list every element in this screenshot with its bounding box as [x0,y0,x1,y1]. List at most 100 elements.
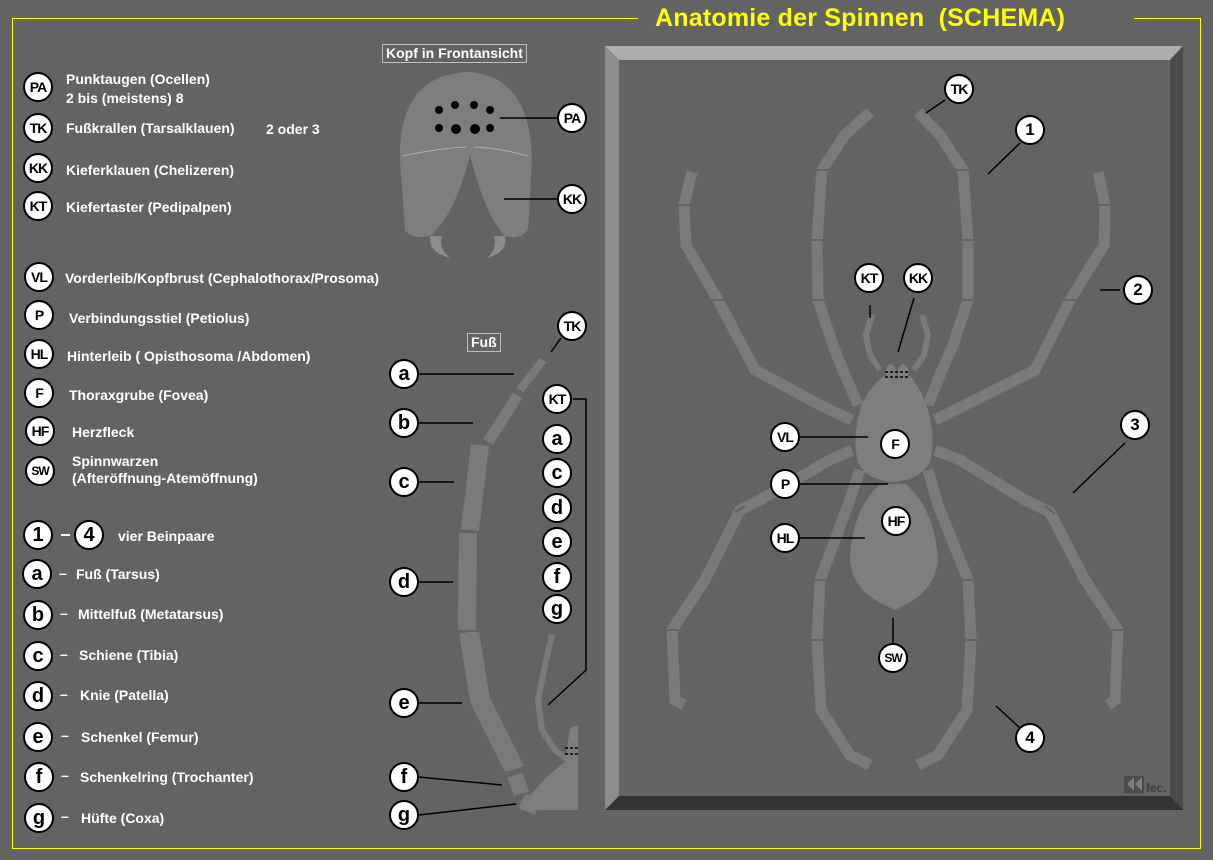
frame-left [12,18,13,848]
eyes [435,101,494,134]
foot-label-kt: KT [542,384,572,414]
foot-joints [456,391,533,799]
panel-bevel-bottom [605,796,1183,810]
foot-label-g: g [389,800,419,830]
legend-text-e: Schenkel (Femur) [81,729,199,745]
legend-text-f-leg: Schenkelring (Trochanter) [80,769,254,785]
spider-label-kt: KT [854,263,884,293]
leg-2-left [678,170,855,425]
legend-text-d: Knie (Patella) [80,687,169,703]
foot-label-tk: TK [557,311,587,341]
leg-joints [666,169,1124,641]
legend-code-g: g [24,803,54,833]
spider-label-hl: HL [770,523,800,553]
legend-text-hf: Herzfleck [72,424,135,440]
legend-text-pa: Punktaugen (Ocellen) [66,71,210,87]
panel-bevel-right [1170,46,1183,810]
legend-code-sw: SW [25,456,55,486]
foot-view-title: Fuß [467,333,501,352]
legend-code-pa: PA [23,72,53,102]
spider-label-sw: SW [878,643,908,673]
legend-dash-g: – [61,808,69,824]
legend-dash-d: – [60,686,68,702]
legend-code-hf: HF [25,416,55,446]
palp-label-c: c [542,458,572,488]
palp-label-a: a [542,424,572,454]
legend-text-c: Schiene (Tibia) [79,647,179,663]
foot-eye-marks [565,747,578,755]
legend-text-sw: Spinnwarzen [72,453,159,469]
spider-label-f: F [880,429,910,459]
legend-text-g: Hüfte (Coxa) [81,810,165,826]
legend-dash-c: – [60,646,68,662]
foot-tibia [461,443,489,532]
legend-leg-to: 4 [74,520,104,550]
legend-text-tk: Fußkrallen (Tarsalklauen) [66,120,235,136]
foot-palp [534,634,570,763]
head-shape [399,72,532,238]
legend-code-f-leg: f [24,762,54,792]
foot-body-fragment [520,725,578,810]
legend-dash-e: – [61,727,69,743]
legend-code-c: c [23,641,53,671]
foot-label-b: b [389,408,419,438]
head-label-kk: KK [557,184,587,214]
leg-1-right [914,108,974,408]
legend-text-a: Fuß (Tarsus) [76,566,160,582]
legend-code-d: d [23,681,53,711]
legend-code-vl: VL [24,262,54,292]
frame-top-right [1134,18,1200,19]
legend-code-e: e [23,722,53,752]
foot-femur [459,630,524,775]
head-view-title: Kopf in Frontansicht [382,44,527,63]
foot-metatarsus [483,392,523,445]
spider-label-p: P [770,469,800,499]
spider-leg-number-1: 1 [1015,115,1045,145]
spider-leg-number-4: 4 [1015,723,1045,753]
legend-text-kt: Kiefertaster (Pedipalpen) [66,199,232,215]
panel-bevel-left [605,46,619,810]
fang-right [487,236,506,258]
foot-patella [458,532,477,631]
foot-tarsus [516,357,547,393]
legend-text-tk-detail: 2 oder 3 [266,121,320,137]
head-leader-lines [500,117,558,200]
spider-label-vl: VL [770,422,800,452]
spider-label-tk: TK [944,74,974,104]
frame-top-left [12,18,638,19]
foot-label-e: e [389,688,419,718]
legend-text-sw-detail: (Afteröffnung-Atemöffnung) [72,470,258,486]
panel-bevel-top [605,46,1183,60]
spider-leg-number-3: 3 [1120,410,1150,440]
legend-text-vl: Vorderleib/Kopfbrust (Cephalothorax/Pros… [65,270,379,286]
legend-code-kk: KK [23,153,53,183]
palp-label-g: g [542,594,572,624]
foot-trochanter [507,772,530,798]
legend-code-kt: KT [23,191,53,221]
legend-code-tk: TK [23,113,53,143]
legend-text-kk: Kieferklauen (Chelizeren) [66,162,235,178]
leg-1-left [811,107,874,408]
leg-3-right [932,444,1124,710]
spider-leader-lines [800,99,1126,729]
abdomen [850,484,938,610]
legend-text-b: Mittelfuß (Metatarsus) [78,606,224,622]
fec-logo [1124,776,1144,793]
legend-text-hl: Hinterleib ( Opisthosoma /Abdomen) [67,348,311,364]
page-title: Anatomie der Spinnen (SCHEMA) [655,4,1066,32]
logo-text: fec. [1146,781,1167,795]
legend-code-a: a [22,559,52,589]
head-label-pa: PA [557,103,587,133]
legend-leg-from: 1 [23,520,53,550]
legend-text-f: Thoraxgrube (Fovea) [69,387,209,403]
legend-code-f: F [24,378,54,408]
palp-label-e: e [542,527,572,557]
legend-dash-b: – [60,605,68,621]
foot-leader-lines [418,337,587,816]
leg-3-left [666,444,855,710]
palp-label-f: f [542,562,572,592]
frame-right [1200,18,1201,848]
foot-label-f: f [389,762,419,792]
legend-text-p: Verbindungsstiel (Petiolus) [69,310,250,326]
